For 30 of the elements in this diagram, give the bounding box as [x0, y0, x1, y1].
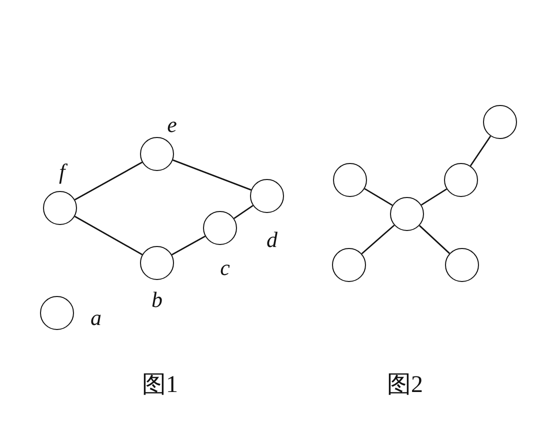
circle-node	[333, 163, 367, 197]
circle-node	[250, 179, 284, 213]
circle-node	[40, 296, 74, 330]
circle-node	[140, 137, 174, 171]
node-letter: d	[266, 229, 278, 251]
node-letter: c	[220, 257, 230, 279]
circle-node	[332, 248, 366, 282]
edge-line	[172, 236, 206, 256]
edge-line	[470, 136, 492, 166]
node-letter: b	[152, 289, 162, 311]
figure-caption: 图1	[142, 372, 178, 398]
circle-node	[203, 211, 237, 245]
edge-line	[364, 188, 393, 206]
circle-node	[445, 248, 479, 282]
node-letter: e	[167, 114, 177, 136]
figure-caption: 图2	[387, 372, 423, 398]
edge-line	[74, 216, 143, 256]
edge-line	[418, 225, 450, 254]
node-letter: f	[58, 161, 66, 183]
circle-node	[444, 163, 478, 197]
circle-node	[43, 191, 77, 225]
circle-node	[390, 197, 424, 231]
edge-line	[361, 224, 395, 254]
edge-line	[74, 162, 142, 200]
edge-line	[421, 188, 447, 206]
edge-line	[234, 204, 254, 220]
edge-line	[172, 159, 252, 191]
circle-node	[140, 246, 174, 280]
circle-node	[483, 105, 517, 139]
node-letter: a	[90, 307, 102, 329]
